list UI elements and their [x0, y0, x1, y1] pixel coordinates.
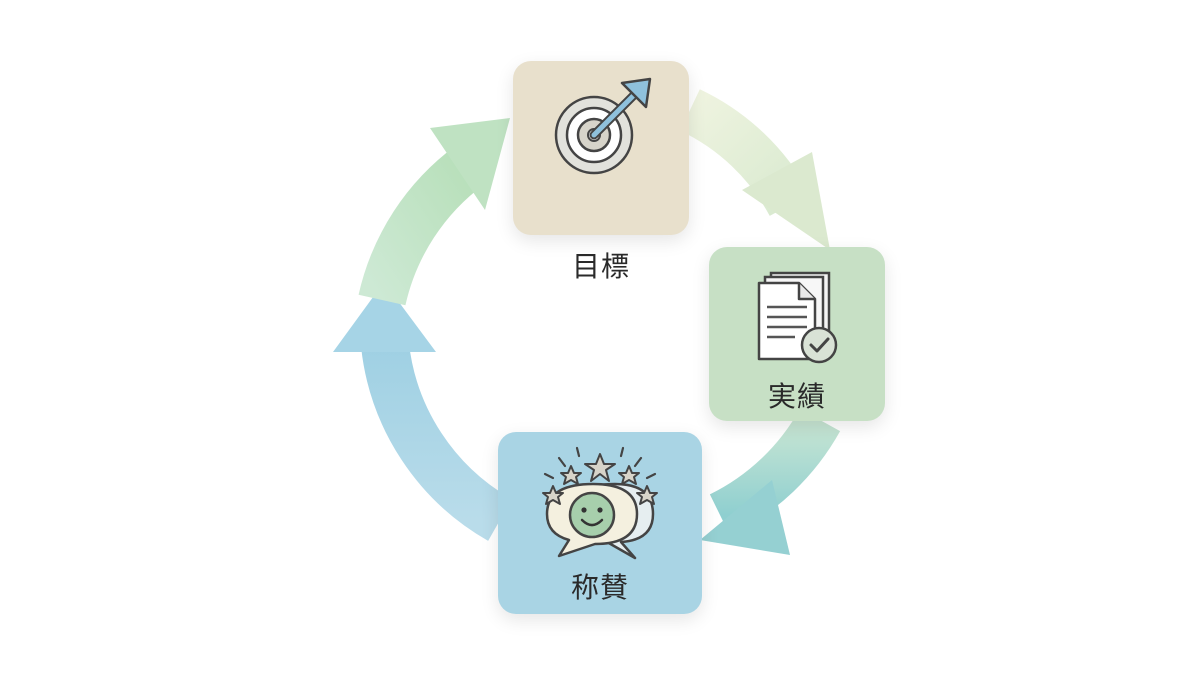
- target-arrow-icon: [554, 77, 652, 175]
- step-label-praise: 称賛: [570, 571, 629, 604]
- step-label-result: 実績: [767, 380, 826, 413]
- step-card-goal: 目標: [513, 61, 689, 283]
- arrow-head-result-to-praise: [700, 480, 790, 555]
- step-card-result: 実績: [709, 247, 885, 421]
- arrow-head-left-to-goal: [430, 118, 510, 210]
- arrow-head-left: [333, 282, 436, 352]
- arrow-result-to-praise: [709, 408, 841, 536]
- smiley-stars-speech-icon: [542, 446, 658, 560]
- step-card-praise: 称賛: [498, 432, 702, 614]
- documents-check-icon: [757, 271, 838, 364]
- arrow-head-goal-to-result: [742, 152, 830, 250]
- arrow-praise-to-left: [361, 341, 513, 541]
- step-label-goal: 目標: [571, 250, 630, 283]
- arrow-left-to-goal: [358, 145, 485, 306]
